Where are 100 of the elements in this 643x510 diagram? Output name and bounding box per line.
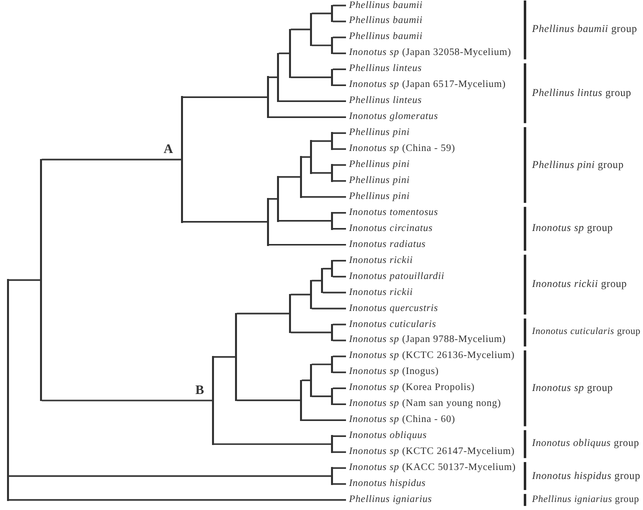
branch-junction-line [310,364,312,398]
branch-junction-line [212,356,214,445]
taxon-label: Inonotus sp (KCTC 26147-Mycelium) [349,446,515,458]
branch-line [42,400,212,402]
branch-line [278,220,332,222]
branch-line [332,132,346,134]
taxon-label: Phellinus baumii [349,15,423,28]
branch-line [332,164,346,166]
branch-line [312,12,332,14]
branch-line [332,20,346,22]
branch-junction-line [331,164,333,182]
branch-junction-line [267,198,269,246]
taxon-label: Inonotus patouillardii [349,270,444,283]
branch-junction-line [331,132,333,150]
branch-line [332,388,346,390]
branch-line [302,196,346,198]
branch-junction-line [277,52,279,102]
group-label: Inonotus rickii group [532,278,627,292]
taxon-label: Phellinus baumii [349,0,423,12]
branch-line [332,276,346,278]
taxon-label: Inonotus tomentosus [349,206,438,219]
branch-junction-line [7,279,9,501]
branch-junction-line [300,380,302,421]
taxon-label: Phellinus pini [349,190,410,203]
branch-junction-line [331,212,333,230]
group-label: Phellinus pini group [532,158,624,172]
branch-junction-line [331,260,333,278]
taxon-label: Inonotus circinatus [349,222,433,235]
branch-line [332,435,346,437]
taxon-label: Inonotus sp (China - 59) [349,143,456,156]
taxon-label: Inonotus sp (Korea Propolis) [349,382,475,394]
branch-line [332,68,346,70]
taxon-label: Inonotus cuticularis [349,318,436,330]
taxon-label: Inonotus sp (Japan 32058-Mycelium) [349,47,512,60]
branch-line [332,228,346,230]
group-label: Inonotus sp group [532,382,613,395]
branch-line [268,244,346,246]
branch-junction-line [310,140,312,174]
branch-line [236,312,290,314]
branch-line [332,372,346,374]
branch-junction-line [289,28,291,78]
branch-line [302,419,346,421]
branch-line [332,467,346,469]
branch-line [312,364,332,366]
branch-line [290,76,332,78]
branch-line [214,443,332,445]
branch-line [332,212,346,214]
branch-line [312,308,346,310]
branch-junction-line [300,156,302,198]
group-label: Phellinus lintus group [532,86,632,100]
taxon-label: Inonotus sp (China - 60) [349,414,456,426]
taxon-label: Inonotus quercustris [349,302,438,315]
branch-junction-line [289,294,291,334]
branch-line [182,96,268,98]
branch-line [214,356,236,358]
taxon-label: Inonotus sp (KCTC 26136-Mycelium) [349,350,515,362]
branch-line [278,52,290,54]
branch-line [332,36,346,38]
branch-line [332,148,346,150]
group-label: Phellinus igniarius group [532,494,640,506]
group-label: Inonotus hispidus group [532,470,640,483]
branch-line [8,475,332,477]
branch-line [312,172,332,174]
group-label: Inonotus cuticularis group [532,326,641,338]
clade-label: B [195,382,204,396]
branch-line [332,180,346,182]
branch-junction-line [331,356,333,374]
branch-junction-line [235,312,237,402]
branch-junction-line [277,176,279,222]
branch-junction-line [331,68,333,86]
group-label: Inonotus obliquus group [532,438,640,450]
branch-line [278,100,346,102]
taxon-label: Inonotus rickii [349,254,413,267]
taxon-label: Phellinus igniarius [349,494,432,506]
branch-line [290,332,332,334]
taxon-label: Inonotus glomeratus [349,111,438,124]
branch-line [332,4,346,6]
branch-junction-line [310,280,312,310]
branch-junction-line [331,4,333,22]
taxon-label: Inonotus hispidus [349,478,426,490]
branch-junction-line [331,388,333,406]
branch-line [268,116,346,118]
taxon-label: Inonotus rickii [349,286,413,299]
branch-junction-line [40,158,42,402]
branch-line [302,156,310,158]
branch-line [332,340,346,342]
branch-line [8,499,346,501]
taxon-label: Inonotus sp (Japan 9788-Mycelium) [349,334,506,346]
taxon-label: Inonotus sp (Nam san young nong) [349,398,502,410]
taxon-label: Phellinus pini [349,159,410,171]
branch-line [182,221,268,223]
taxon-label: Inonotus obliquus [349,430,427,442]
group-label: Inonotus sp group [532,222,613,236]
branch-line [332,84,346,86]
branch-line [290,28,310,30]
clade-label: A [164,142,173,155]
branch-line [332,324,346,326]
branch-line [332,403,346,406]
branch-junction-line [331,467,333,485]
branch-line [312,44,332,46]
